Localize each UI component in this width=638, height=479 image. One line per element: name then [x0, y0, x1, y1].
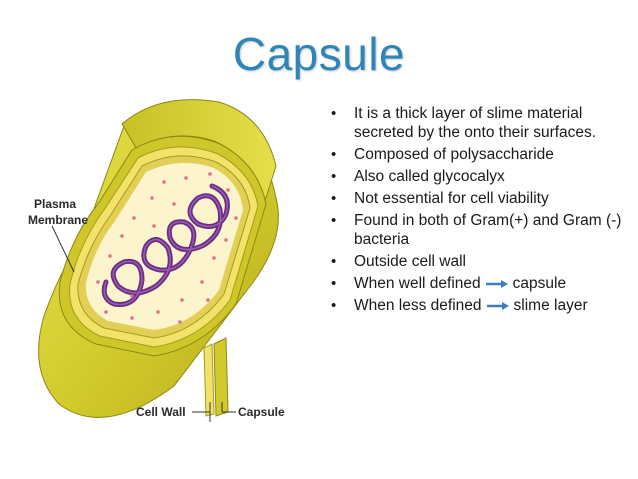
right-arrow-icon: [485, 279, 508, 288]
label-cell-wall: Cell Wall: [136, 405, 186, 419]
label-membrane: Membrane: [28, 213, 88, 227]
slide-title: Capsule: [232, 28, 406, 80]
bullet-item: Composed of polysaccharide: [326, 145, 626, 164]
cell-wall-flap: [203, 343, 215, 417]
bullet-text: When well defined: [354, 275, 481, 292]
bullet-text: Found in both of Gram(+) and Gram (-) ba…: [354, 212, 622, 248]
ribosomes: [96, 172, 238, 324]
bullet-item: Found in both of Gram(+) and Gram (-) ba…: [326, 211, 626, 249]
bullet-text: slime layer: [513, 297, 588, 314]
dna-highlight: [103, 185, 229, 306]
bullet-item: Not essential for cell viability: [326, 189, 626, 208]
bullet-text: Also called glycocalyx: [354, 168, 505, 185]
label-capsule: Capsule: [238, 405, 285, 419]
bullet-item: When well defined capsule: [326, 274, 626, 293]
bullet-item: Also called glycocalyx: [326, 167, 626, 186]
capsule-flap: [213, 337, 229, 417]
bullet-text: capsule: [512, 275, 567, 292]
bullet-text: It is a thick layer of slime material se…: [354, 105, 597, 141]
right-arrow-icon: [486, 301, 509, 310]
bullet-item: Outside cell wall: [326, 252, 626, 271]
bullet-text: Outside cell wall: [354, 253, 466, 270]
bullet-item: It is a thick layer of slime material se…: [326, 104, 626, 142]
bullet-text: When less defined: [354, 297, 482, 314]
bullet-text: Not essential for cell viability: [354, 190, 549, 207]
label-plasma: Plasma: [34, 197, 76, 211]
bullet-text: Composed of polysaccharide: [354, 146, 554, 163]
bullet-item: When less defined slime layer: [326, 296, 626, 315]
bullet-list: It is a thick layer of slime material se…: [326, 104, 626, 318]
bacterial-cell-diagram: Plasma Membrane Cell Wall Capsule: [28, 99, 285, 422]
